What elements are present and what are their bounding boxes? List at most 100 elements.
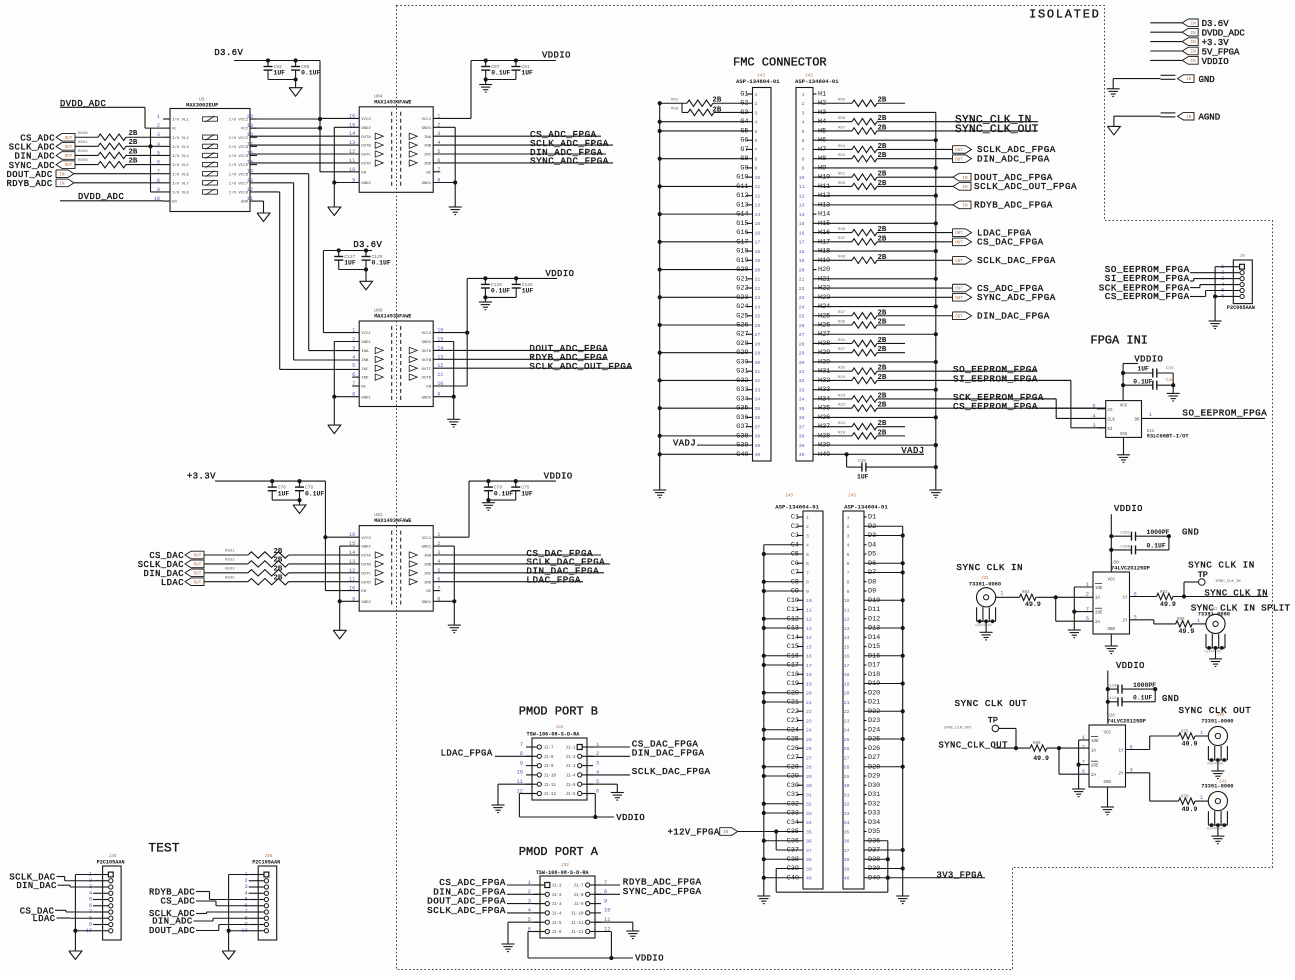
svg-text:OUT: OUT (955, 260, 963, 264)
svg-text:+12V_FPGA: +12V_FPGA (668, 828, 720, 838)
svg-text:10: 10 (154, 196, 160, 202)
svg-text:2: 2 (1086, 591, 1089, 597)
svg-text:11: 11 (604, 917, 610, 923)
svg-text:11: 11 (844, 607, 850, 613)
svg-text:SYNC_ADC_FPGA: SYNC_ADC_FPGA (977, 292, 1056, 303)
svg-text:9: 9 (847, 589, 850, 595)
svg-text:H20: H20 (818, 266, 830, 274)
svg-text:I/O VL3: I/O VL3 (172, 145, 189, 150)
svg-text:J32: J32 (561, 863, 569, 868)
svg-text:22: 22 (755, 286, 761, 292)
svg-text:2: 2 (802, 101, 805, 107)
svg-text:R835: R835 (225, 576, 235, 580)
svg-text:VDDIO: VDDIO (1202, 57, 1229, 67)
svg-text:32: 32 (755, 378, 761, 384)
svg-text:26: 26 (755, 323, 761, 329)
svg-text:37: 37 (844, 848, 850, 854)
svg-text:OUTC: OUTC (361, 154, 371, 158)
svg-text:6: 6 (1130, 744, 1133, 750)
svg-text:0.1UF: 0.1UF (1133, 695, 1152, 702)
svg-text:J1-6: J1-6 (552, 931, 563, 935)
svg-text:OUTC: OUTC (422, 368, 432, 372)
svg-text:2: 2 (437, 122, 440, 128)
svg-text:12: 12 (799, 193, 805, 199)
svg-text:40: 40 (844, 876, 850, 882)
svg-text:INC: INC (361, 368, 369, 372)
svg-text:J1-1: J1-1 (565, 747, 576, 751)
svg-text:38: 38 (806, 857, 812, 863)
svg-text:IN: IN (59, 182, 65, 186)
svg-text:C11: C11 (787, 606, 799, 614)
svg-text:13: 13 (755, 203, 761, 209)
svg-text:28: 28 (799, 341, 805, 347)
svg-text:0.1UF: 0.1UF (494, 490, 513, 497)
svg-text:11: 11 (755, 184, 761, 190)
svg-text:25: 25 (799, 314, 805, 320)
svg-text:DOUT_ADC: DOUT_ADC (6, 170, 52, 180)
svg-text:1: 1 (1000, 591, 1003, 597)
svg-text:IN: IN (962, 204, 968, 208)
svg-text:D30: D30 (868, 782, 880, 790)
svg-text:5: 5 (157, 150, 160, 156)
svg-text:7: 7 (437, 586, 440, 592)
svg-text:SCLK_ADC: SCLK_ADC (149, 909, 195, 919)
svg-text:7: 7 (352, 381, 355, 387)
svg-text:VSS: VSS (1120, 433, 1128, 437)
svg-text:D34: D34 (868, 819, 880, 827)
svg-text:TP: TP (1198, 570, 1208, 580)
svg-text:11: 11 (799, 184, 805, 190)
svg-text:1UF: 1UF (521, 490, 533, 497)
svg-text:I/O VL5: I/O VL5 (172, 163, 189, 168)
svg-text:37: 37 (806, 848, 812, 854)
svg-text:26: 26 (799, 323, 805, 329)
svg-text:I/O VCC7: I/O VCC7 (229, 181, 249, 186)
svg-text:2B: 2B (878, 226, 887, 234)
svg-text:U09: U09 (374, 308, 383, 314)
svg-text:C91: C91 (521, 64, 530, 70)
svg-text:5: 5 (1092, 404, 1095, 410)
svg-text:GND1: GND1 (361, 396, 371, 400)
svg-text:23: 23 (799, 295, 805, 301)
svg-text:DVDD_ADC: DVDD_ADC (1202, 29, 1246, 39)
svg-text:CS_EEPROM_FPGA: CS_EEPROM_FPGA (1105, 291, 1190, 302)
svg-text:35: 35 (799, 406, 805, 412)
svg-text:J1-8: J1-8 (573, 894, 584, 898)
svg-text:13: 13 (247, 178, 253, 184)
svg-text:11: 11 (247, 196, 253, 202)
svg-text:D3.6V: D3.6V (1202, 19, 1230, 29)
svg-text:CS_DAC_FPGA: CS_DAC_FPGA (632, 738, 699, 749)
svg-text:R27: R27 (838, 348, 846, 352)
svg-text:I/O VCC2: I/O VCC2 (229, 136, 249, 141)
svg-text:38: 38 (844, 857, 850, 863)
svg-text:21: 21 (806, 700, 812, 706)
svg-text:12: 12 (437, 363, 443, 369)
svg-text:DVDD_ADC: DVDD_ADC (78, 192, 124, 202)
svg-text:21: 21 (755, 277, 761, 283)
svg-text:C30: C30 (787, 782, 799, 790)
svg-text:33: 33 (755, 387, 761, 393)
svg-text:6: 6 (437, 577, 440, 583)
svg-text:D18: D18 (868, 671, 880, 679)
svg-text:PMOD PORT B: PMOD PORT B (519, 705, 598, 719)
svg-text:GND1: GND1 (422, 127, 432, 131)
svg-text:IN: IN (1191, 41, 1197, 45)
svg-text:OUTA: OUTA (422, 350, 432, 354)
svg-text:SCLK_ADC_OUT_FPGA: SCLK_ADC_OUT_FPGA (974, 181, 1077, 192)
svg-text:IN: IN (1191, 60, 1197, 64)
svg-text:SCLK_DAC_FPGA: SCLK_DAC_FPGA (977, 255, 1056, 266)
svg-text:R85: R85 (1177, 618, 1185, 622)
svg-text:14: 14 (799, 212, 805, 218)
svg-text:J1-2: J1-2 (552, 894, 563, 898)
svg-text:2: 2 (157, 123, 160, 129)
svg-text:GND2: GND2 (422, 341, 432, 345)
svg-text:49.9: 49.9 (1033, 755, 1049, 762)
svg-text:EN: EN (361, 590, 366, 594)
svg-text:22: 22 (806, 709, 812, 715)
svg-text:2B: 2B (878, 235, 887, 243)
svg-text:7: 7 (157, 169, 160, 175)
svg-text:34: 34 (844, 820, 850, 826)
svg-text:R46: R46 (838, 256, 846, 260)
svg-text:C129: C129 (372, 254, 383, 260)
svg-text:INB: INB (361, 359, 369, 363)
svg-text:D11: D11 (868, 606, 880, 614)
